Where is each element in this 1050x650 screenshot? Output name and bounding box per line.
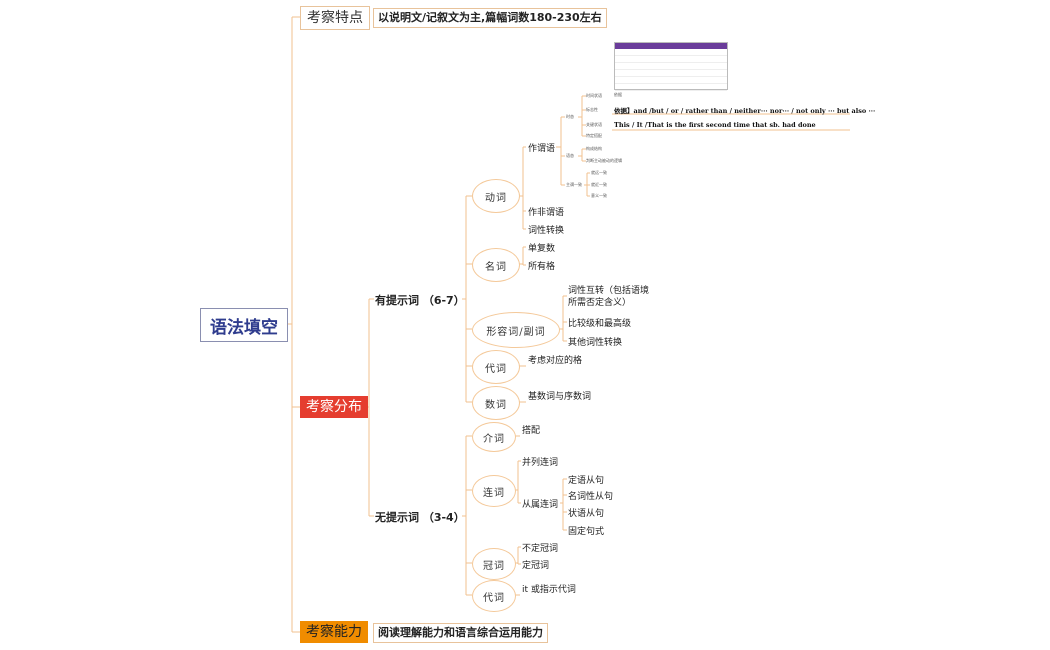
- first-time-note: This / It /That is the first second time…: [614, 121, 816, 129]
- adj-item[interactable]: 其他词性转换: [568, 338, 623, 348]
- predicate-node[interactable]: 作谓语: [528, 144, 556, 154]
- conjunction-node[interactable]: 连词: [472, 475, 516, 507]
- clause-item[interactable]: 定语从句: [568, 476, 605, 486]
- non-predicate-node[interactable]: 作非谓语: [528, 208, 565, 218]
- verb-conversion-node[interactable]: 词性转换: [528, 226, 565, 236]
- agreement-item[interactable]: 就近一致: [591, 182, 607, 187]
- numeral-node[interactable]: 数词: [472, 386, 520, 420]
- distribution-node[interactable]: 考察分布: [300, 396, 368, 418]
- ability-text: 阅读理解能力和语言综合运用能力: [373, 623, 548, 643]
- coord-conj-node[interactable]: 并列连词: [522, 458, 559, 468]
- tense-table-image: [614, 42, 728, 91]
- voice-node[interactable]: 语态: [566, 153, 574, 158]
- without-hint-node[interactable]: 无提示词 （3-4）: [375, 511, 465, 524]
- voice-item[interactable]: 构成结构: [586, 146, 602, 151]
- clause-item[interactable]: 状语从句: [568, 509, 605, 519]
- article-item[interactable]: 定冠词: [522, 561, 550, 571]
- tense-item[interactable]: 特定搭配: [586, 133, 602, 138]
- tense-item[interactable]: 关键状语: [586, 122, 602, 127]
- preposition-node[interactable]: 介词: [472, 422, 516, 452]
- preposition-item[interactable]: 搭配: [522, 426, 541, 436]
- features-text: 以说明文/记叙文为主,篇幅词数180-230左右: [373, 8, 607, 28]
- tense-note: 依据: [614, 92, 622, 97]
- tense-node[interactable]: 时态: [566, 114, 574, 119]
- agreement-node[interactable]: 主谓一致: [566, 182, 582, 187]
- with-hint-node[interactable]: 有提示词 （6-7）: [375, 294, 465, 307]
- pronoun-node[interactable]: 代词: [472, 350, 520, 384]
- ability-node[interactable]: 考察能力: [300, 621, 368, 643]
- adj-item[interactable]: 比较级和最高级: [568, 319, 632, 329]
- verb-node[interactable]: 动词: [472, 179, 520, 213]
- adj-adv-node[interactable]: 形容词/副词: [472, 312, 560, 348]
- conjunction-note: 依据】and /but / or / rather than / neither…: [614, 107, 876, 115]
- pronoun-item-2[interactable]: it 或指示代词: [522, 585, 576, 595]
- noun-node[interactable]: 名词: [472, 248, 520, 282]
- article-item[interactable]: 不定冠词: [522, 544, 559, 554]
- voice-item[interactable]: 判断主动被动的逻辑: [586, 158, 622, 163]
- sub-conj-node[interactable]: 从属连词: [522, 500, 559, 510]
- clause-item[interactable]: 固定句式: [568, 527, 605, 537]
- tense-item[interactable]: 时间状语: [586, 93, 602, 98]
- tense-item[interactable]: 标志性: [586, 107, 598, 112]
- article-node[interactable]: 冠词: [472, 548, 516, 580]
- features-node[interactable]: 考察特点: [300, 6, 370, 30]
- agreement-item[interactable]: 意义一致: [591, 193, 607, 198]
- clause-item[interactable]: 名词性从句: [568, 492, 614, 502]
- numeral-item[interactable]: 基数词与序数词: [528, 392, 592, 402]
- root-topic[interactable]: 语法填空: [200, 308, 288, 342]
- adj-item[interactable]: 词性互转（包括语境所需否定含义）: [568, 286, 650, 308]
- pronoun-node-2[interactable]: 代词: [472, 580, 516, 612]
- noun-item[interactable]: 所有格: [528, 262, 556, 272]
- pronoun-item[interactable]: 考虑对应的格: [528, 356, 583, 366]
- noun-item[interactable]: 单复数: [528, 244, 556, 254]
- agreement-item[interactable]: 就远一致: [591, 170, 607, 175]
